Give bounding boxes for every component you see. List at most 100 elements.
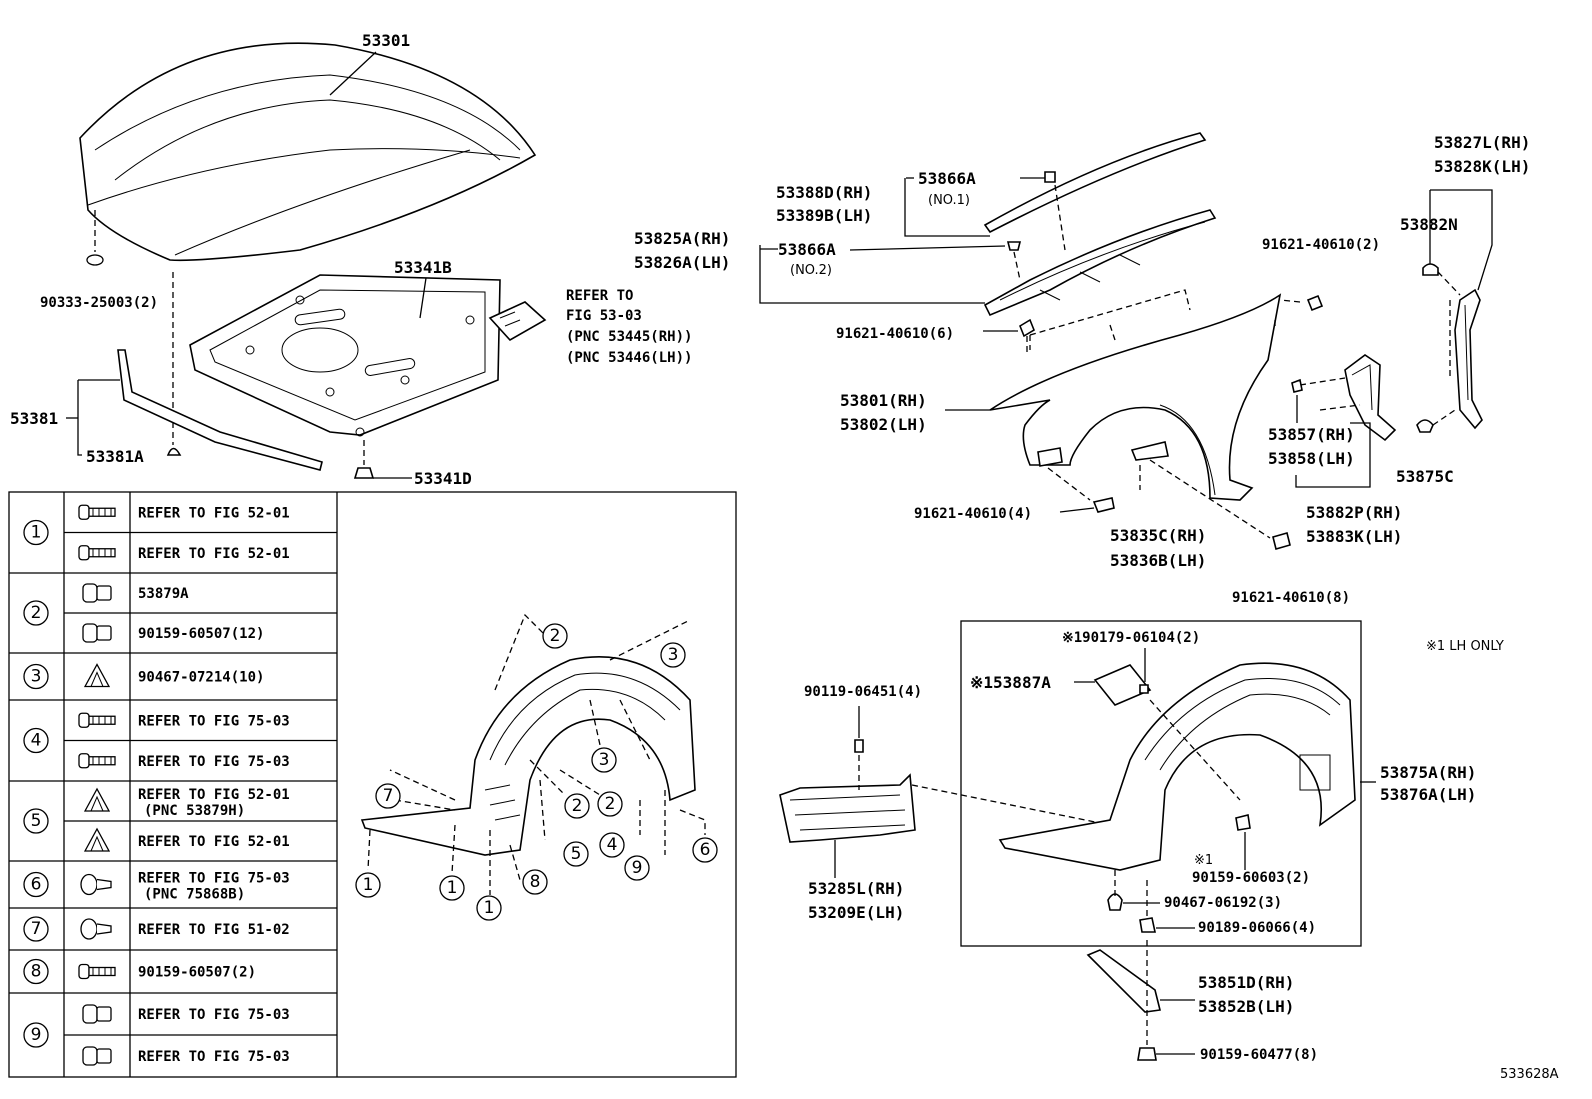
table-group-number [23,916,49,942]
cowl-ext-lh-label: 53389B(LH) [776,206,872,225]
callout-circle [597,791,623,817]
table-cell-text: (PNC 75868B) [144,887,245,903]
fastener-icon [82,623,112,643]
liner-bracket-illustration [1086,940,1195,1061]
fender-protector-illustration [1291,354,1397,488]
liner-bracket-rh-label: 53851D(RH) [1198,973,1294,992]
table-cell-text: REFER TO FIG 52-01 [138,834,290,850]
table-cell-text: REFER TO FIG 75-03 [138,713,290,729]
fastener-icon [82,1004,112,1024]
table-cell-text: REFER TO FIG 52-01 [138,505,290,521]
hood-illustration [79,42,537,266]
refer-line-1: REFER TO [566,288,633,304]
callout-circle [476,895,502,921]
callout-number: 3 [599,750,610,770]
table-group-number-text: 9 [31,1025,42,1045]
callout-circle [563,841,589,867]
hood-label: 53301 [362,31,410,50]
table-cell-text: REFER TO FIG 52-01 [138,546,290,562]
callout-circle [522,869,548,895]
callout-number: 4 [607,835,618,855]
fender-bolt-top-label: 91621-40610(2) [1262,237,1380,253]
callout-number: 9 [632,858,643,878]
liner-screw-label: 90159-60603(2) [1192,870,1310,886]
fastener-icon [83,787,111,812]
fender-lh-label: 53802(LH) [840,415,927,434]
insulator-clip-label: 53341D [414,469,472,488]
splash-shield-illustration [779,706,1111,878]
table-cell-text: 53879A [138,586,189,602]
fastener-icon [78,753,116,769]
cowl-panel-rh-label: 53825A(RH) [634,229,730,248]
table-group-number [23,958,49,985]
cowl-seal2-label: 53866A [778,240,836,259]
clip-n-label: 53882N [1400,215,1458,234]
callout-number: 1 [363,875,374,895]
table-cell-text: REFER TO FIG 75-03 [138,871,290,887]
figure-code: 533628A [1500,1067,1559,1082]
refer-line-2: FIG 53-03 [566,308,642,324]
liner-bolt-bottom-label: 90159-60477(8) [1200,1047,1318,1063]
callout-circle [355,872,381,898]
callout-number: 2 [605,794,616,814]
cowl-seal2-sub: (NO.2) [790,263,832,278]
table-cell-text: REFER TO FIG 75-03 [138,754,290,770]
table-cell-text: REFER TO FIG 75-03 [138,1007,290,1023]
protector-lh-label: 53858(LH) [1268,449,1355,468]
seal-clip-label: 53381A [86,447,144,466]
fastener-icon [80,918,112,940]
table-frame [8,491,737,1078]
table-group-number [23,808,49,834]
fastener-icon [83,827,111,852]
table-group-number-text: 6 [31,875,42,895]
table-cell-text: 90159-60507(2) [138,965,256,981]
callout-number: 1 [447,878,458,898]
table-group-number [23,519,49,546]
callout-number: 7 [383,786,394,806]
callout-circle [542,623,568,649]
callout-circle [624,855,650,881]
table-group-number-text: 2 [31,603,42,623]
fastener-icon [78,545,116,561]
liner-exploded-illustration [360,613,706,895]
table-group-number [23,663,49,690]
table-group-number [23,727,49,754]
callout-number: 6 [700,840,711,860]
protector-p-lh-label: 53883K(LH) [1306,527,1402,546]
table-cell-text: REFER TO FIG 52-01 [138,787,290,803]
fender-seal-lh-label: 53828K(LH) [1434,157,1530,176]
fastener-table [8,491,737,1078]
splash-lh-label: 53209E(LH) [808,903,904,922]
protector-rh-label: 53857(RH) [1268,425,1355,444]
fastener-icon [82,1046,112,1066]
callout-number: 8 [530,872,541,892]
table-group-number-text: 4 [31,731,42,751]
refer-line-4: (PNC 53446(LH)) [566,350,692,366]
liner-clip-label: 90467-06192(3) [1164,895,1282,911]
cowl-seal1-sub: (NO.1) [928,193,970,208]
liner-detail-frame [960,620,1362,947]
callout-circle [692,837,718,863]
refer-line-3: (PNC 53445(RH)) [566,329,692,345]
liner-screw-note-label: ※190179-06104(2) [1062,630,1200,646]
table-group-number-text: 1 [31,523,42,543]
fender-bracket-rh-label: 53835C(RH) [1110,526,1206,545]
liner-lh-label: 53876A(LH) [1380,785,1476,804]
callout-number: 1 [484,898,495,918]
callout-circle [591,747,617,773]
fender-illustration [945,289,1324,550]
cowl-panel-illustration [759,132,1217,317]
fastener-icon [82,583,112,603]
table-group-number [23,871,49,898]
fastener-icon [80,873,112,896]
hood-insulator-illustration [172,272,501,479]
fender-liner-illustration [998,648,1376,933]
table-cell-text: 90159-60507(12) [138,626,264,642]
callout-circle [564,793,590,819]
callout-circle [599,832,625,858]
table-cell-text: REFER TO FIG 51-02 [138,922,290,938]
fender-seal-rh-label: 53827L(RH) [1434,133,1530,152]
seal-label: 53381 [10,409,58,428]
